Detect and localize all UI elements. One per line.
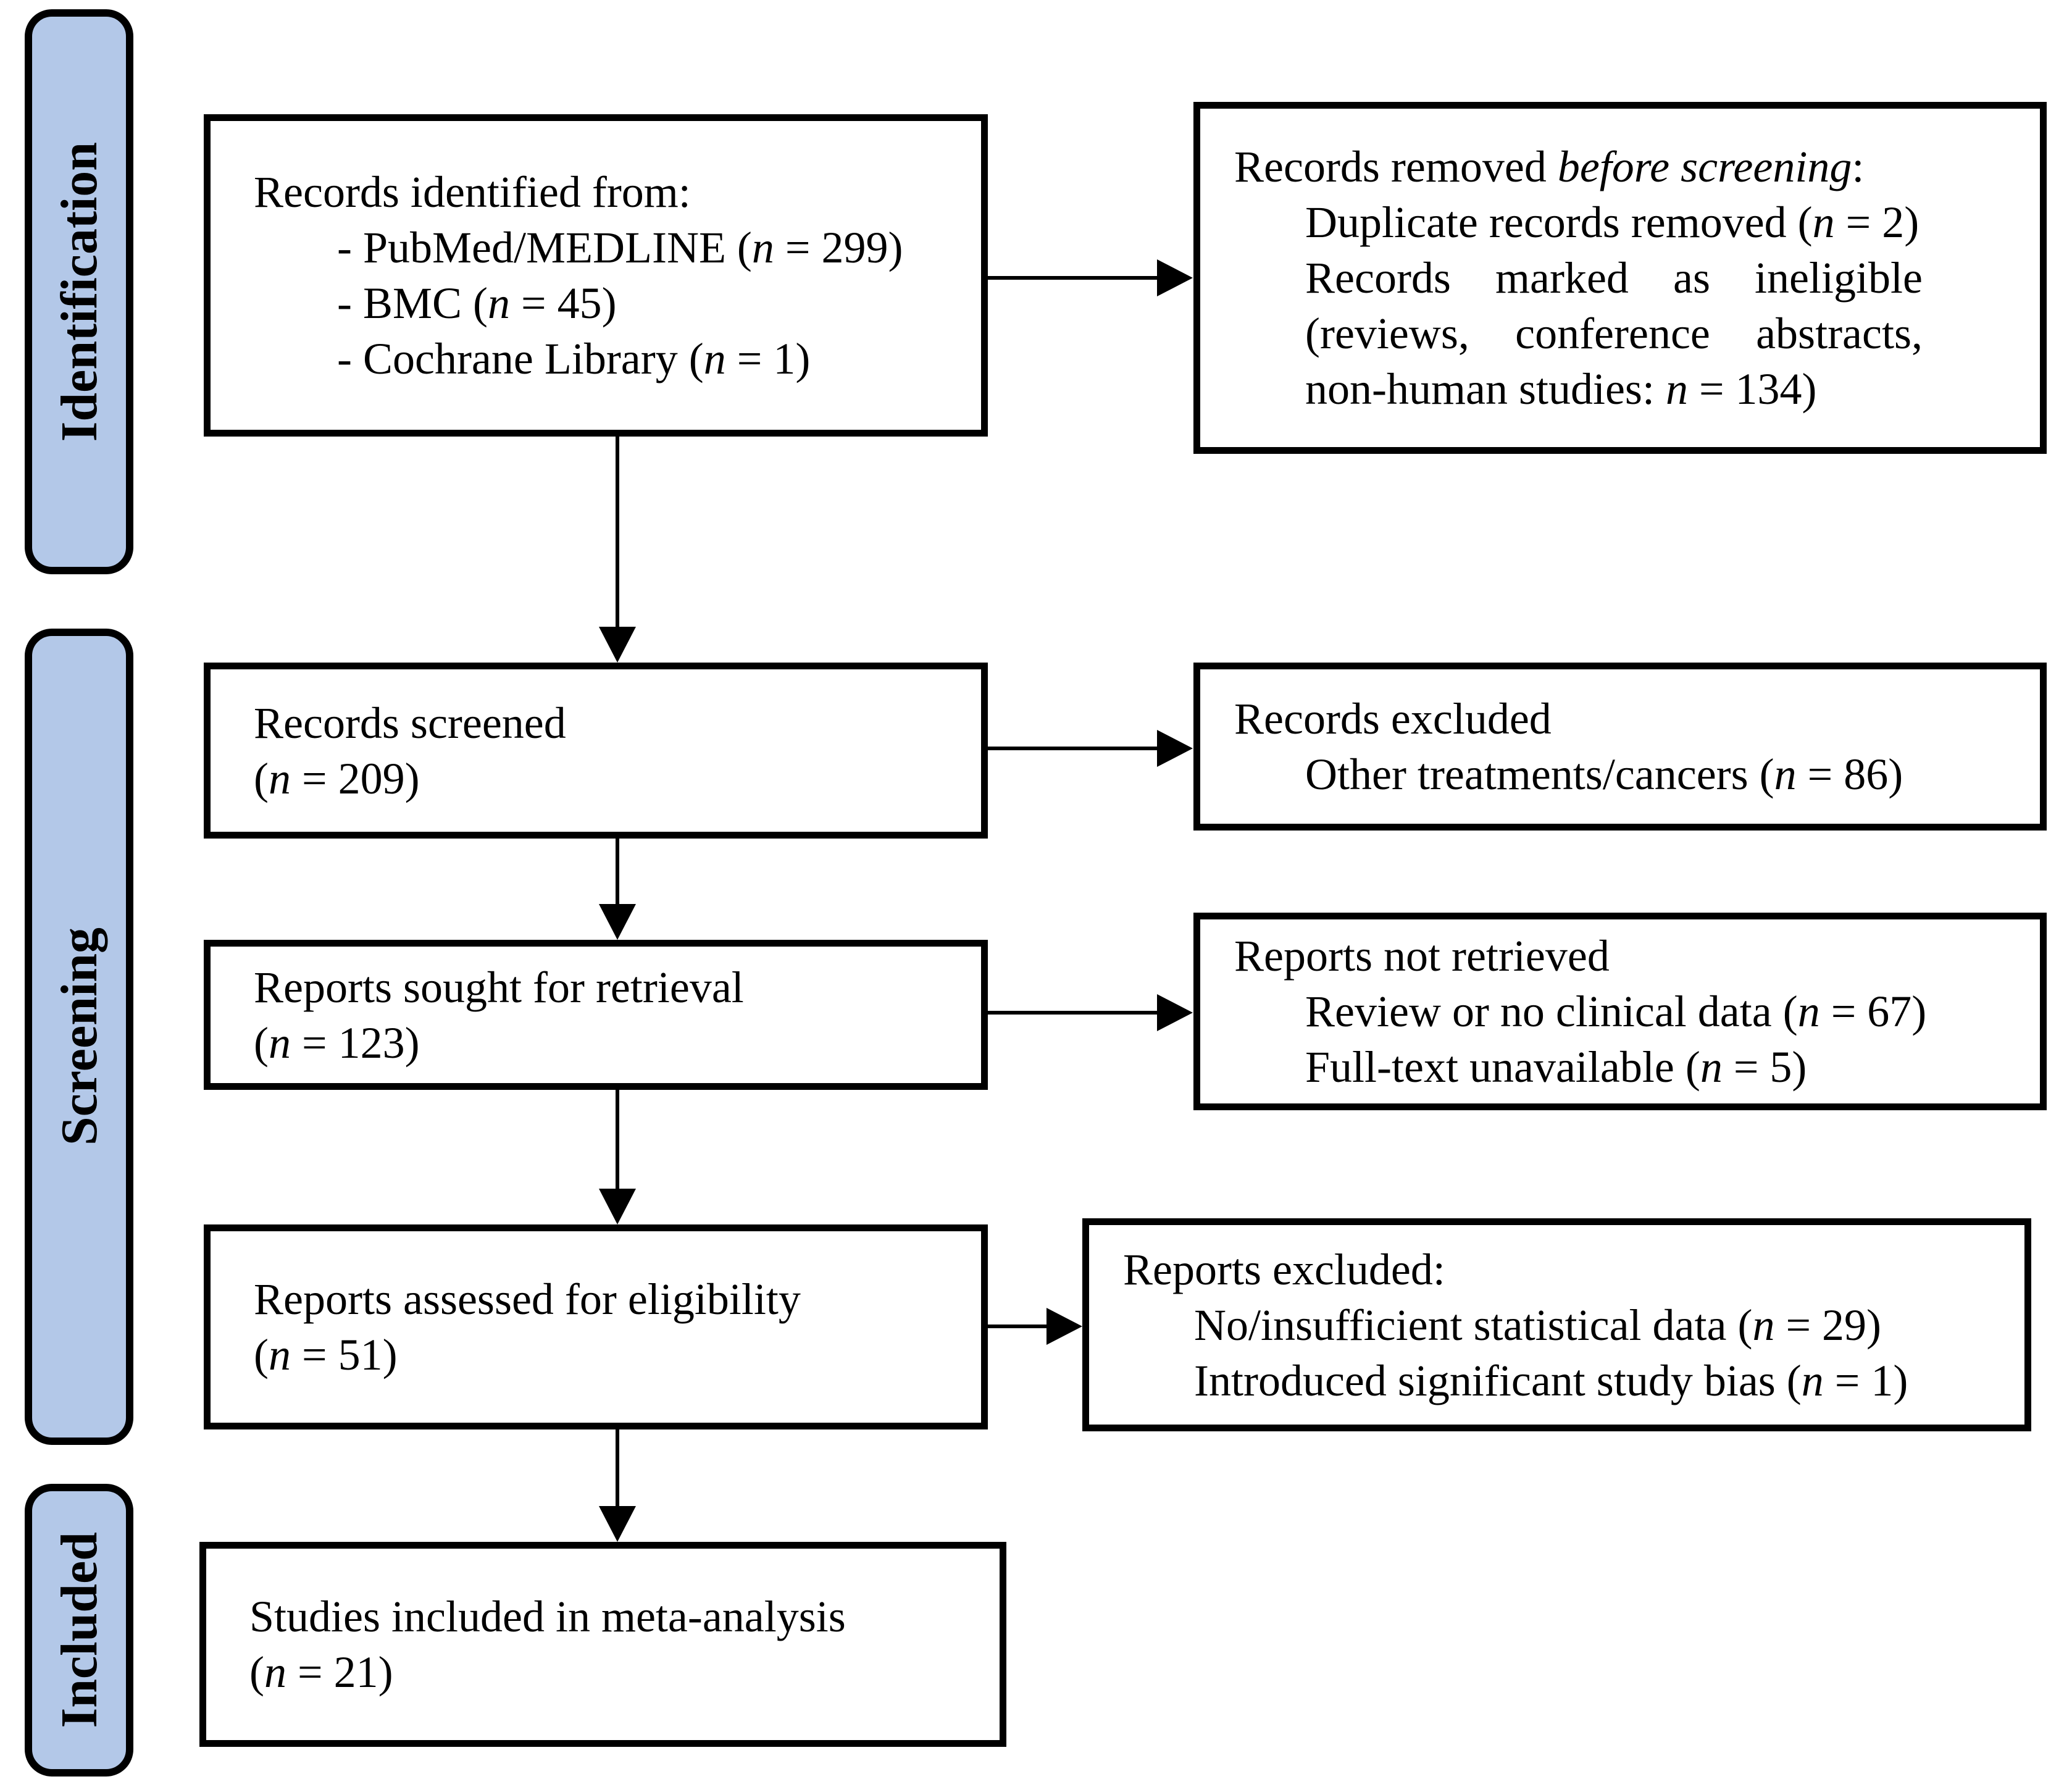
exclusion-item: Full-text unavailable (n = 5): [1305, 1042, 1807, 1092]
source-item: - Cochrane Library (n = 1): [337, 334, 811, 383]
box-title: Studies included in meta-analysis: [249, 1592, 846, 1641]
box-title: Records excluded: [1234, 694, 1552, 743]
stage-label-identification: Identification: [25, 9, 133, 574]
arrow-screened-to-excluded-line: [988, 747, 1162, 750]
exclusion-item: Records marked as ineligible (reviews, c…: [1305, 253, 1923, 414]
arrow-identified-to-screened-head: [599, 627, 636, 663]
box-count: (n = 51): [254, 1330, 398, 1379]
stage-label-screening: Screening: [25, 629, 133, 1445]
box-count: (n = 123): [254, 1018, 420, 1068]
stage-label-included: Included: [25, 1484, 133, 1777]
box-count: (n = 209): [254, 753, 420, 803]
arrow-sought-to-not-retrieved-head: [1157, 994, 1193, 1031]
arrow-assessed-to-reports-excluded-line: [988, 1325, 1051, 1328]
box-count: (n = 21): [249, 1647, 393, 1697]
arrow-sought-to-assessed-head: [599, 1189, 636, 1224]
exclusion-item: Duplicate records removed (n = 2): [1305, 198, 1920, 247]
box-reports-assessed: Reports assessed for eligibility (n = 51…: [204, 1224, 988, 1429]
box-title: Reports assessed for eligibility: [254, 1274, 801, 1324]
box-title: Records identified from:: [254, 167, 691, 217]
arrow-screened-to-sought-head: [599, 904, 636, 940]
exclusion-item: Introduced significant study bias (n = 1…: [1194, 1355, 1908, 1405]
box-reports-sought: Reports sought for retrieval (n = 123): [204, 940, 988, 1090]
box-studies-included: Studies included in meta-analysis (n = 2…: [199, 1542, 1006, 1747]
arrow-sought-to-assessed-line: [616, 1090, 619, 1191]
box-reports-excluded: Reports excluded: No/insufficient statis…: [1082, 1218, 2031, 1431]
stage-label-text: Included: [50, 1532, 108, 1728]
exclusion-item: Other treatments/cancers (n = 86): [1305, 750, 1903, 799]
arrow-identified-to-removed-line: [988, 276, 1162, 280]
arrow-assessed-to-reports-excluded-head: [1046, 1308, 1082, 1345]
arrow-screened-to-sought-line: [616, 839, 619, 906]
arrow-screened-to-excluded-head: [1157, 730, 1193, 767]
arrow-sought-to-not-retrieved-line: [988, 1011, 1162, 1015]
arrow-assessed-to-included-line: [616, 1429, 619, 1509]
stage-label-text: Screening: [50, 927, 108, 1146]
box-records-identified: Records identified from: - PubMed/MEDLIN…: [204, 114, 988, 437]
box-records-screened: Records screened (n = 209): [204, 663, 988, 839]
box-title: Reports not retrieved: [1234, 931, 1610, 981]
source-item: - BMC (n = 45): [337, 278, 617, 328]
box-records-removed: Records removed before screening: Duplic…: [1193, 102, 2047, 454]
box-title: Records removed before screening:: [1234, 142, 1865, 191]
arrow-identified-to-removed-head: [1157, 259, 1193, 296]
arrow-assessed-to-included-head: [599, 1506, 636, 1542]
exclusion-item: No/insufficient statistical data (n = 29…: [1194, 1300, 1882, 1350]
box-reports-not-retrieved: Reports not retrieved Review or no clini…: [1193, 913, 2047, 1110]
box-title: Records screened: [254, 698, 566, 748]
source-item: - PubMed/MEDLINE (n = 299): [337, 223, 903, 272]
stage-label-text: Identification: [50, 141, 108, 442]
box-title: Reports excluded:: [1123, 1244, 1445, 1294]
arrow-identified-to-screened-line: [616, 437, 619, 628]
exclusion-item: Review or no clinical data (n = 67): [1305, 987, 1927, 1036]
box-records-excluded: Records excluded Other treatments/cancer…: [1193, 663, 2047, 831]
box-title: Reports sought for retrieval: [254, 962, 744, 1012]
